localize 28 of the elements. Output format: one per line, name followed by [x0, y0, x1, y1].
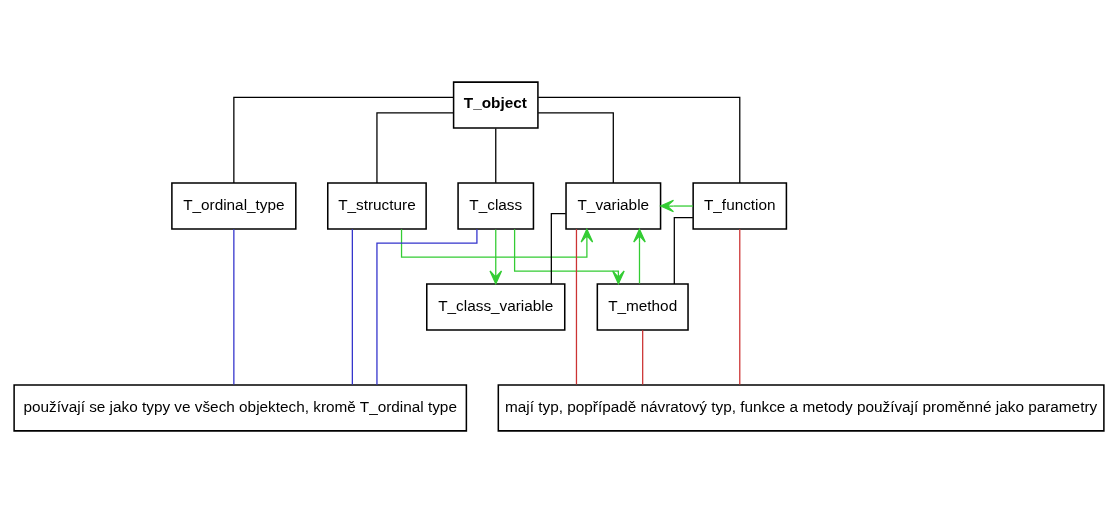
connector: [575, 228, 578, 386]
node-box: T_class: [457, 182, 535, 230]
connector: [233, 96, 454, 184]
node-box: mají typ, popřípadě návratový typ, funkce a metody používají proměnné jako parametry: [497, 384, 1105, 432]
connector: [537, 112, 614, 184]
node-box: T_variable: [565, 182, 662, 230]
connector: [550, 213, 567, 285]
connector: [739, 228, 741, 386]
connector: [673, 216, 694, 285]
node-box: T_function: [692, 182, 788, 230]
connector: [642, 329, 644, 386]
connector: [495, 127, 497, 184]
connector: [351, 228, 353, 386]
connector: [233, 228, 235, 386]
arrow: [489, 228, 503, 285]
arrow: [400, 228, 594, 258]
node-box: T_method: [596, 283, 689, 331]
connector: [376, 112, 455, 184]
arrow: [660, 199, 694, 213]
connector: [376, 228, 478, 386]
node-box: T_class_variable: [426, 283, 566, 331]
arrow: [513, 228, 625, 285]
node-box: používají se jako typy ve všech objektech, kromě T_ordinal type: [13, 384, 468, 432]
node-box: T_structure: [327, 182, 427, 230]
node-box: T_object: [452, 81, 539, 129]
arrow: [633, 228, 646, 285]
node-box: T_ordinal_type: [171, 182, 297, 230]
connector: [537, 96, 741, 184]
